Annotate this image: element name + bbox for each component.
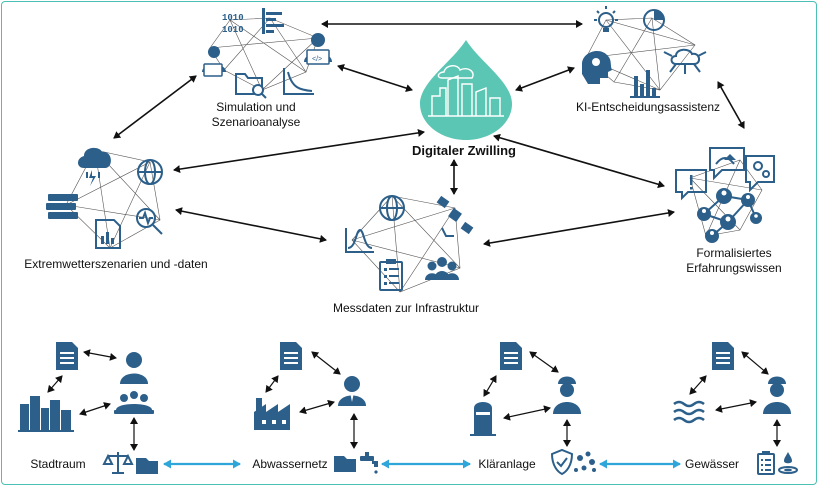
magnify-pulse-icon <box>136 208 163 235</box>
manager-icon <box>338 376 366 406</box>
worker-icon <box>763 376 791 414</box>
folder-icon <box>334 456 356 472</box>
city-icon <box>18 396 74 432</box>
svg-text:1010: 1010 <box>222 25 244 35</box>
svg-text:</>: </> <box>312 56 322 63</box>
report-icon <box>95 219 121 249</box>
bacteria-icon <box>574 451 596 472</box>
group-icon <box>425 257 459 280</box>
stadtraum-label: Stadtraum <box>30 457 85 471</box>
ki-label: KI-Entscheidungsassistenz <box>576 100 720 114</box>
document-icon <box>500 342 522 370</box>
scale-icon <box>102 452 134 474</box>
water-waves-icon <box>673 400 705 424</box>
gewaesser-group: Gewässer <box>673 342 798 475</box>
globe-icon <box>379 195 405 221</box>
messdaten-label: Messdaten zur Infrastruktur <box>333 301 479 315</box>
lightbulb-icon <box>594 6 618 32</box>
curve-icon <box>283 68 314 95</box>
center-label: Digitaler Zwilling <box>412 143 516 158</box>
storm-cloud-icon <box>78 147 111 186</box>
gewaesser-label: Gewässer <box>685 457 739 471</box>
formalisiert-label-1: Formalisiertes <box>696 246 771 260</box>
worker-icon <box>553 376 581 414</box>
satellite-icon <box>436 195 474 237</box>
formalisiert-label-2: Erfahrungswissen <box>686 261 781 275</box>
binary-icon: 1010 1010 <box>222 13 244 35</box>
gears-speech-icon <box>745 155 775 193</box>
gauss-chart-icon <box>345 228 374 253</box>
faucet-icon <box>360 452 378 474</box>
document-icon <box>56 342 78 370</box>
tank-icon <box>470 402 496 436</box>
pie-icon <box>643 9 665 31</box>
globe-icon <box>137 159 163 185</box>
extremwetter-label: Extremwetterszenarien und -daten <box>24 257 207 271</box>
alert-speech-icon <box>675 169 707 201</box>
cloud-network-icon <box>663 48 707 74</box>
svg-text:1010: 1010 <box>222 13 244 23</box>
connector-arrows <box>113 20 745 247</box>
shield-icon <box>550 448 574 476</box>
folder-search-icon <box>235 73 267 99</box>
stadtraum-group: Stadtraum <box>18 342 158 474</box>
simulation-label-2: Szenarioanalyse <box>212 115 301 129</box>
simulation-label-1: Simulation und <box>216 100 295 114</box>
water-drop-icon <box>778 452 798 474</box>
network-people-icon <box>697 188 762 243</box>
checklist-icon <box>379 259 403 291</box>
document-icon <box>712 342 734 370</box>
abwassernetz-group: Abwassernetz <box>252 342 378 474</box>
klaeranlage-group: Kläranlage <box>470 342 596 476</box>
document-icon <box>280 342 302 370</box>
folder-icon <box>136 458 158 474</box>
developer-icon <box>202 46 226 77</box>
developer-icon: </> <box>304 33 332 65</box>
digital-twin-drop <box>420 40 512 140</box>
books-icon <box>46 194 78 219</box>
speech-wave-icon <box>709 147 745 181</box>
abwassernetz-label: Abwassernetz <box>252 457 327 471</box>
factory-icon <box>254 398 290 430</box>
manager-icon <box>120 352 148 384</box>
bar-chart-icon <box>630 70 660 98</box>
klaeranlage-label: Kläranlage <box>478 457 536 471</box>
head-gear-icon <box>582 50 612 84</box>
clipboard-icon <box>757 451 775 475</box>
bar-list-icon <box>262 8 284 34</box>
meeting-icon <box>114 391 154 414</box>
